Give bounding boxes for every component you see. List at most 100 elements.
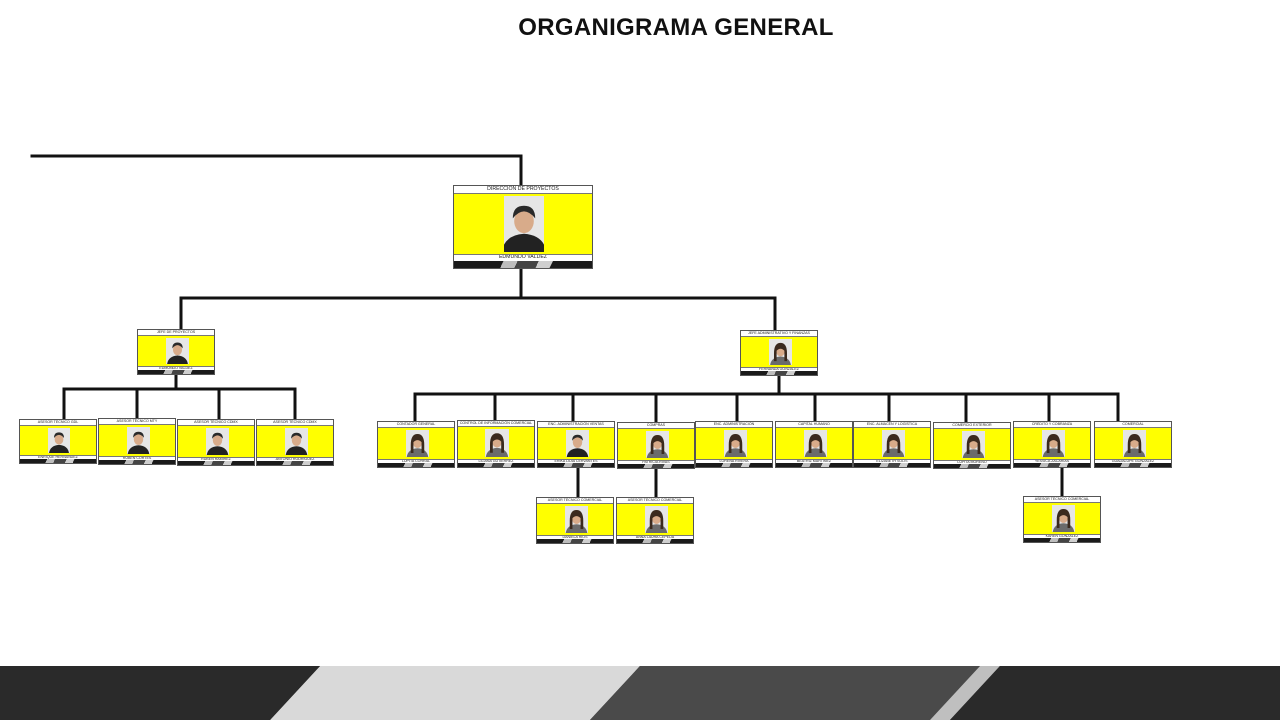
avatar-photo <box>882 430 905 457</box>
card-role: ENC. ALMACÉN Y LOGÍSTICA <box>866 422 918 426</box>
card-highlight-panel <box>934 428 1010 461</box>
card-highlight-panel <box>618 428 694 461</box>
card-footer-stripe <box>776 463 852 467</box>
org-card-c5: ENC. ADMINISTRACIÓN LORENA RIVERA <box>695 421 773 468</box>
card-role: ASESOR TÉCNICO COMERCIAL <box>627 498 683 502</box>
card-person-name: LUPITA MORENO <box>957 461 987 464</box>
card-role: ASESOR TÉCNICO GDL <box>37 420 79 424</box>
card-person-name: LILIANA GUTIÉRREZ <box>478 460 514 463</box>
card-role: COMERCIO EXTERIOR <box>952 423 992 427</box>
avatar-photo <box>804 430 827 457</box>
card-person-name: LORENA RIVERA <box>719 460 749 463</box>
card-person-name: ELIZABETH SOLIS <box>876 460 908 463</box>
avatar-photo <box>769 339 792 365</box>
card-role: JEFE DE PROYECTOS <box>156 330 196 334</box>
card-person-name: ENRIQUE HERNÁNDEZ <box>38 456 78 459</box>
card-person-name: RUBÉN RAMÍREZ <box>201 458 231 461</box>
card-person-name: PATRICIA RIVAS <box>642 461 670 464</box>
card-role: CONTROL DE INFORMACIÓN COMERCIAL <box>459 421 533 425</box>
card-person-name: GUADALUPE GONZÁLEZ <box>1111 460 1155 463</box>
card-highlight-panel <box>1095 427 1171 460</box>
card-highlight-panel <box>1014 427 1090 460</box>
card-highlight-panel <box>454 193 592 255</box>
card-person-name: DANIELA RÍOS <box>562 536 588 539</box>
page-title: ORGANIGRAMA GENERAL <box>518 14 834 41</box>
card-footer-stripe <box>138 370 214 374</box>
card-highlight-panel <box>1024 502 1100 535</box>
card-highlight-panel <box>776 427 852 460</box>
card-footer-stripe <box>99 460 175 464</box>
org-card-c10: COMERCIAL GUADALUPE GONZÁLEZ <box>1094 421 1172 468</box>
avatar-photo <box>48 428 70 453</box>
card-footer-stripe <box>741 371 817 375</box>
card-role: ASESOR TÉCNICO MTY <box>116 419 158 423</box>
card-footer-stripe <box>257 461 333 465</box>
card-person-name: LUPITA CORRAL <box>401 460 431 463</box>
card-footer-stripe <box>378 463 454 467</box>
card-highlight-panel <box>138 335 214 367</box>
card-footer-stripe <box>1095 463 1171 467</box>
card-highlight-panel <box>741 336 817 368</box>
card-highlight-panel <box>696 427 772 460</box>
org-card-c4: COMPRAS PATRICIA RIVAS <box>617 422 695 469</box>
card-highlight-panel <box>99 424 175 457</box>
avatar-photo <box>504 196 544 252</box>
avatar-photo <box>1042 430 1065 457</box>
card-highlight-panel <box>537 503 613 536</box>
card-role: COMPRAS <box>646 423 666 427</box>
avatar-photo <box>1052 505 1075 532</box>
org-card-c8: COMERCIO EXTERIOR LUPITA MORENO <box>933 422 1011 469</box>
card-person-name: RUBÉN CORTÉS <box>122 457 152 460</box>
card-footer-stripe <box>538 463 614 467</box>
card-role: CRÉDITO Y COBRANZA <box>1031 422 1073 426</box>
card-footer-stripe <box>20 459 96 463</box>
card-footer-stripe <box>178 461 254 465</box>
card-footer-stripe <box>854 463 930 467</box>
org-card-c7: ENC. ALMACÉN Y LOGÍSTICA ELIZABETH SOLIS <box>853 421 931 468</box>
card-highlight-panel <box>538 427 614 460</box>
card-highlight-panel <box>257 425 333 458</box>
card-footer-stripe <box>617 539 693 543</box>
card-footer-stripe <box>458 463 534 467</box>
card-person-name: ERIKA LIDIA CERVANTES <box>554 460 598 463</box>
org-card-t2: ASESOR TÉCNICO MTY RUBÉN CORTÉS <box>98 418 176 465</box>
card-role: ASESOR TÉCNICO CDMX <box>273 420 317 424</box>
card-person-name: ANTONIO RODRÍGUEZ <box>275 458 315 461</box>
card-footer-stripe <box>696 463 772 467</box>
card-person-name: KAREN GONZÁLEZ <box>1045 535 1079 538</box>
card-highlight-panel <box>617 503 693 536</box>
card-footer-stripe <box>618 464 694 468</box>
card-footer-stripe <box>454 261 592 268</box>
card-role: ENC. ADMINISTRACIÓN VENTAS <box>548 422 604 426</box>
card-highlight-panel <box>20 425 96 456</box>
card-person-name: EDMUNDO VALDEZ <box>159 367 193 370</box>
avatar-photo <box>565 506 588 533</box>
card-highlight-panel <box>458 426 534 460</box>
org-card-gp: JEFE DE PROYECTOS EDMUNDO VALDEZ <box>137 329 215 375</box>
org-card-t4: ASESOR TÉCNICO CDMX ANTONIO RODRÍGUEZ <box>256 419 334 466</box>
card-person-name: EDMUNDO VALDEZ <box>498 255 548 260</box>
card-highlight-panel <box>178 425 254 458</box>
avatar-photo <box>566 430 589 457</box>
avatar-photo <box>962 431 985 458</box>
card-person-name: FERNANDA GONZÁLEZ <box>759 368 799 371</box>
card-highlight-panel <box>854 427 930 460</box>
card-role: ENC. ADMINISTRACIÓN <box>713 422 755 426</box>
card-footer-stripe <box>537 539 613 543</box>
avatar-photo <box>1123 430 1146 457</box>
avatar-photo <box>645 506 668 533</box>
avatar-photo <box>206 428 229 455</box>
card-role: COMERCIAL <box>1122 422 1144 426</box>
card-footer-stripe <box>1024 538 1100 542</box>
footer-decorative-band <box>0 666 1280 720</box>
card-highlight-panel <box>378 427 454 460</box>
card-footer-stripe <box>934 464 1010 468</box>
